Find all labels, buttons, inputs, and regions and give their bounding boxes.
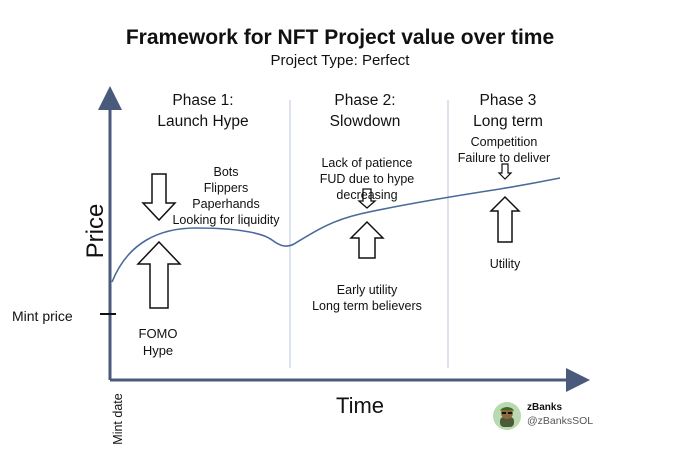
phase3-up-forces: Utility xyxy=(468,256,542,272)
note-line: Utility xyxy=(489,257,521,271)
value-curve xyxy=(111,177,561,283)
phase-1-number: Phase 1: xyxy=(172,92,234,109)
note-line: Paperhands xyxy=(192,197,260,211)
author-name: zBanks xyxy=(527,402,563,413)
phase-2-number: Phase 2: xyxy=(334,92,396,109)
note-line: Flippers xyxy=(203,181,249,195)
note-line: Lack of patience xyxy=(321,156,413,170)
mint-date-label: Mint date xyxy=(111,393,125,445)
phase-1-header: Phase 1: Launch Hype xyxy=(143,90,263,132)
phase2-down-arrow xyxy=(357,188,377,209)
phase-1-name: Launch Hype xyxy=(157,113,249,130)
phase3-up-arrow xyxy=(489,195,521,243)
phase-3-number: Phase 3 xyxy=(479,92,537,109)
note-line: Early utility xyxy=(336,283,398,297)
phase2-up-forces: Early utility Long term believers xyxy=(297,282,437,314)
note-line: FOMO xyxy=(138,326,178,341)
note-line: Competition xyxy=(470,135,538,149)
phase-2-header: Phase 2: Slowdown xyxy=(305,90,425,132)
diagram-subtitle: Project Type: Perfect xyxy=(270,52,410,69)
avatar-icon xyxy=(493,402,521,430)
phase1-up-forces: FOMO Hype xyxy=(118,325,198,359)
note-line: Looking for liquidity xyxy=(172,213,280,227)
author-handle: @zBanksSOL xyxy=(527,415,594,427)
diagram-title: Framework for NFT Project value over tim… xyxy=(125,26,555,49)
y-axis-label: Price xyxy=(82,203,109,259)
note-line: Hype xyxy=(142,343,174,358)
phase2-down-forces: Lack of patience FUD due to hype decreas… xyxy=(292,155,442,203)
phase2-up-arrow xyxy=(349,220,385,259)
phase1-up-arrow xyxy=(136,240,182,309)
phase-3-header: Phase 3 Long term xyxy=(448,90,568,132)
phase1-down-arrow xyxy=(141,173,177,222)
note-line: FUD due to hype decreasing xyxy=(319,172,415,202)
phase1-down-forces: Bots Flippers Paperhands Looking for liq… xyxy=(166,164,286,228)
phase3-down-arrow xyxy=(497,163,513,180)
x-axis-label: Time xyxy=(335,393,385,418)
note-line: Bots xyxy=(213,165,239,179)
phase-3-name: Long term xyxy=(473,113,543,130)
phase3-down-forces: Competition Failure to deliver xyxy=(448,134,560,166)
mint-price-label: Mint price xyxy=(12,308,73,324)
note-line: Failure to deliver xyxy=(457,151,551,165)
phase-2-name: Slowdown xyxy=(329,113,401,130)
note-line: Long term believers xyxy=(312,299,422,313)
